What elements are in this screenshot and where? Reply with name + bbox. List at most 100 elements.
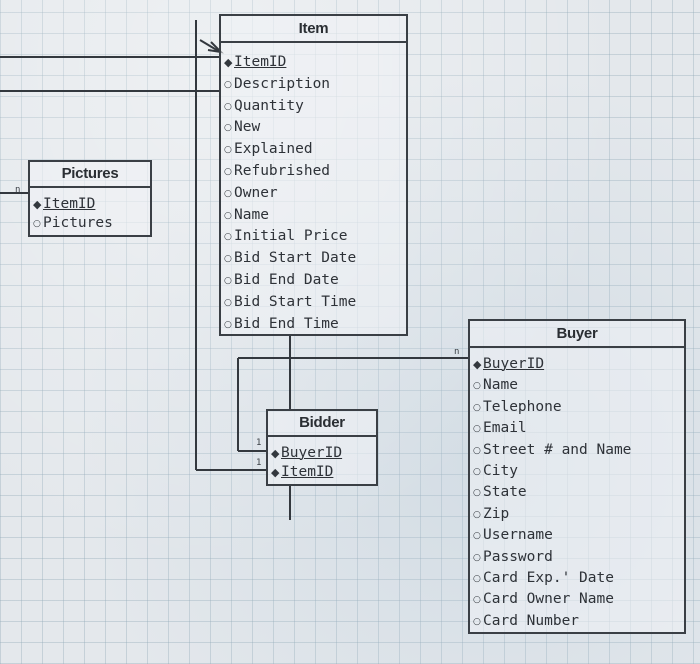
attribute-circle-icon: ○ <box>224 232 232 243</box>
attribute-label: Bid Start Time <box>234 293 357 310</box>
buyer-attribute-list: ◆ BuyerID ○ Name ○ Telephone ○ Email ○ S… <box>470 348 684 632</box>
buyer-attr-state: ○ State <box>470 482 684 503</box>
attribute-circle-icon: ○ <box>224 188 232 199</box>
primary-key-diamond-icon: ◆ <box>271 447 280 460</box>
attribute-circle-icon: ○ <box>473 552 481 563</box>
item-key-arrow <box>199 39 221 53</box>
item-attr-description: ○ Description <box>221 74 406 96</box>
item-attr-bid-start-date: ○ Bid Start Date <box>221 248 406 270</box>
attribute-circle-icon: ○ <box>473 531 481 542</box>
attribute-label: Password <box>483 548 553 565</box>
buyer-entity: Buyer ◆ BuyerID ○ Name ○ Telephone ○ Ema… <box>468 319 686 634</box>
attribute-circle-icon: ○ <box>473 616 481 627</box>
attribute-circle-icon: ○ <box>473 381 481 392</box>
attribute-label: ItemID <box>281 464 334 480</box>
pictures-entity: Pictures ◆ ItemID ○ Pictures <box>28 160 152 237</box>
buyer-attr-password: ○ Password <box>470 547 684 568</box>
attribute-label: BuyerID <box>281 445 343 461</box>
item-entity-title: Item <box>221 16 406 43</box>
item-attr-explained: ○ Explained <box>221 139 406 161</box>
item-attr-new: ○ New <box>221 117 406 139</box>
buyer-entity-title: Buyer <box>470 321 684 348</box>
attribute-label: Zip <box>483 505 510 522</box>
attribute-label: Pictures <box>43 215 113 231</box>
primary-key-diamond-icon: ◆ <box>224 56 233 69</box>
cardinality-bidder-item: 1 <box>256 458 262 468</box>
attribute-circle-icon: ○ <box>224 79 232 90</box>
attribute-circle-icon: ○ <box>224 101 232 112</box>
attribute-label: Card Number <box>483 612 580 629</box>
pictures-entity-title: Pictures <box>30 162 150 188</box>
primary-key-diamond-icon: ◆ <box>271 466 280 479</box>
item-attr-bid-start-time: ○ Bid Start Time <box>221 292 406 314</box>
attribute-circle-icon: ○ <box>224 210 232 221</box>
attribute-circle-icon: ○ <box>473 488 481 499</box>
attribute-circle-icon: ○ <box>224 254 232 265</box>
item-attr-bid-end-time: ○ Bid End Time <box>221 314 406 336</box>
buyer-attr-card-owner-name: ○ Card Owner Name <box>470 589 684 610</box>
attribute-circle-icon: ○ <box>33 219 41 229</box>
attribute-label: State <box>483 484 527 501</box>
pictures-attr-pictures: ○ Pictures <box>30 214 150 233</box>
cardinality-bidder-buyer: 1 <box>256 438 262 448</box>
attribute-label: Owner <box>234 184 278 201</box>
attribute-label: Bid End Time <box>234 315 339 332</box>
buyer-attr-telephone: ○ Telephone <box>470 397 684 418</box>
item-attr-refubrished: ○ Refubrished <box>221 161 406 183</box>
buyer-attr-email: ○ Email <box>470 418 684 439</box>
attribute-label: New <box>234 119 261 136</box>
attribute-label: Bid End Date <box>234 271 339 288</box>
item-attr-name: ○ Name <box>221 205 406 227</box>
attribute-circle-icon: ○ <box>473 574 481 585</box>
pictures-attr-itemid: ◆ ItemID <box>30 195 150 214</box>
bidder-attr-itemid: ◆ ItemID <box>268 463 376 482</box>
attribute-circle-icon: ○ <box>473 445 481 456</box>
item-attr-initial-price: ○ Initial Price <box>221 226 406 248</box>
attribute-label: Email <box>483 420 527 437</box>
item-attribute-list: ◆ ItemID ○ Description ○ Quantity ○ New … <box>221 43 406 335</box>
bidder-entity-title: Bidder <box>268 411 376 437</box>
attribute-circle-icon: ○ <box>224 166 232 177</box>
bidder-attribute-list: ◆ BuyerID ◆ ItemID <box>268 437 376 482</box>
attribute-label: Description <box>234 75 331 92</box>
cardinality-pictures: n <box>15 185 21 195</box>
primary-key-diamond-icon: ◆ <box>33 198 42 211</box>
attribute-label: Bid Start Date <box>234 250 357 267</box>
attribute-circle-icon: ○ <box>473 595 481 606</box>
buyer-attr-card-exp-date: ○ Card Exp.' Date <box>470 568 684 589</box>
item-attr-itemid: ◆ ItemID <box>221 52 406 74</box>
pictures-attribute-list: ◆ ItemID ○ Pictures <box>30 188 150 233</box>
attribute-label: Telephone <box>483 398 562 415</box>
attribute-label: City <box>483 463 518 480</box>
item-attr-owner: ○ Owner <box>221 183 406 205</box>
cardinality-buyer: n <box>454 347 460 357</box>
attribute-label: ItemID <box>234 54 287 70</box>
buyer-attr-zip: ○ Zip <box>470 504 684 525</box>
attribute-circle-icon: ○ <box>224 297 232 308</box>
buyer-attr-buyerid: ◆ BuyerID <box>470 354 684 375</box>
buyer-attr-username: ○ Username <box>470 525 684 546</box>
item-entity: Item ◆ ItemID ○ Description ○ Quantity ○… <box>219 14 408 336</box>
attribute-label: Card Exp.' Date <box>483 570 614 587</box>
attribute-label: Refubrished <box>234 162 331 179</box>
item-attr-bid-end-date: ○ Bid End Date <box>221 270 406 292</box>
attribute-circle-icon: ○ <box>473 467 481 478</box>
attribute-circle-icon: ○ <box>473 424 481 435</box>
attribute-circle-icon: ○ <box>473 402 481 413</box>
attribute-label: Name <box>483 377 518 394</box>
item-attr-quantity: ○ Quantity <box>221 96 406 118</box>
attribute-circle-icon: ○ <box>224 275 232 286</box>
attribute-label: Username <box>483 527 553 544</box>
buyer-attr-street: ○ Street # and Name <box>470 440 684 461</box>
buyer-attr-name: ○ Name <box>470 375 684 396</box>
attribute-circle-icon: ○ <box>224 145 232 156</box>
attribute-label: Initial Price <box>234 228 348 245</box>
buyer-attr-city: ○ City <box>470 461 684 482</box>
attribute-circle-icon: ○ <box>473 509 481 520</box>
attribute-label: Card Owner Name <box>483 591 614 608</box>
attribute-label: Explained <box>234 141 313 158</box>
attribute-label: Name <box>234 206 269 223</box>
buyer-attr-card-number: ○ Card Number <box>470 611 684 632</box>
